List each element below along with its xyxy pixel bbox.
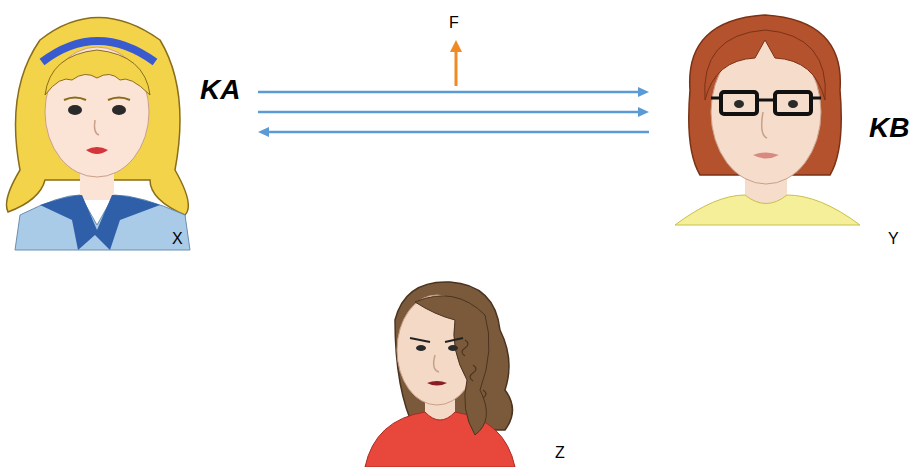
face-illustration	[355, 280, 570, 467]
constant-label: KB	[869, 112, 909, 144]
person-x: KA X	[0, 0, 252, 255]
person-y: KB Y	[655, 0, 923, 255]
interaction-arrow	[258, 107, 649, 117]
interaction-arrow	[258, 127, 649, 137]
constant-label: KA	[200, 74, 240, 106]
force-label: F	[449, 14, 459, 32]
force-arrow-head	[450, 40, 462, 52]
interaction-arrow	[258, 87, 649, 97]
face-illustration	[0, 0, 252, 255]
person-label: Z	[555, 444, 565, 462]
person-z: Z	[355, 280, 570, 467]
person-label: X	[172, 230, 183, 248]
person-label: Y	[888, 230, 899, 248]
force-arrow-shaft	[455, 50, 458, 86]
